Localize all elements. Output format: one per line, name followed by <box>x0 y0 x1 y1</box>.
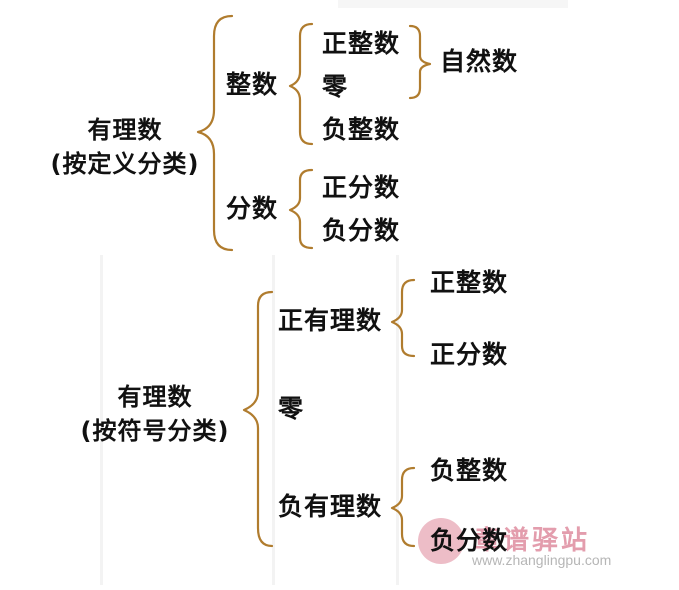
node-positive-integers: 正整数 <box>322 29 401 58</box>
node-integers: 整数 <box>226 70 279 99</box>
brace-a-integers <box>288 22 314 146</box>
node-negative-fractions: 负分数 <box>322 216 401 245</box>
node-negative-rationals: 负有理数 <box>278 492 383 521</box>
diagram-a-root-title: 有理数 <box>87 116 163 144</box>
brace-a-root <box>196 14 234 252</box>
watermark-brand: 章谱驿站 <box>474 525 591 555</box>
node-positive-fractions: 正分数 <box>322 173 401 202</box>
background-stripe <box>272 255 275 585</box>
diagram-b-root-title: 有理数 <box>117 383 193 411</box>
diagram-b-root-subtitle: (按符号分类) <box>80 417 230 445</box>
node-b-negative-integers: 负整数 <box>430 456 509 485</box>
node-positive-rationals: 正有理数 <box>278 306 383 335</box>
top-edge-artifact <box>338 0 568 8</box>
background-stripe <box>396 255 399 585</box>
watermark-url: www.zhanglingpu.com <box>472 552 612 568</box>
diagram-a-root-subtitle: (按定义分类) <box>50 150 200 178</box>
brace-b-negative <box>390 466 416 548</box>
node-b-negative-fractions: 负分数 <box>430 526 509 555</box>
watermark: 章谱驿站 www.zhanglingpu.com <box>418 518 658 574</box>
background-stripe <box>100 255 103 585</box>
node-zero: 零 <box>322 72 349 101</box>
watermark-logo-icon <box>418 518 464 564</box>
node-b-positive-integers: 正整数 <box>430 268 509 297</box>
brace-b-positive <box>390 278 416 358</box>
node-fractions: 分数 <box>226 194 279 223</box>
brace-a-natural <box>408 24 432 100</box>
brace-a-fractions <box>288 168 314 250</box>
diagram-a-root: 有理数 (按定义分类) <box>40 113 210 181</box>
node-natural-numbers: 自然数 <box>440 47 519 76</box>
diagram-b-root: 有理数 (按符号分类) <box>70 380 240 448</box>
brace-b-root <box>242 290 274 548</box>
node-b-positive-fractions: 正分数 <box>430 340 509 369</box>
node-b-zero: 零 <box>278 394 305 423</box>
node-negative-integers: 负整数 <box>322 115 401 144</box>
